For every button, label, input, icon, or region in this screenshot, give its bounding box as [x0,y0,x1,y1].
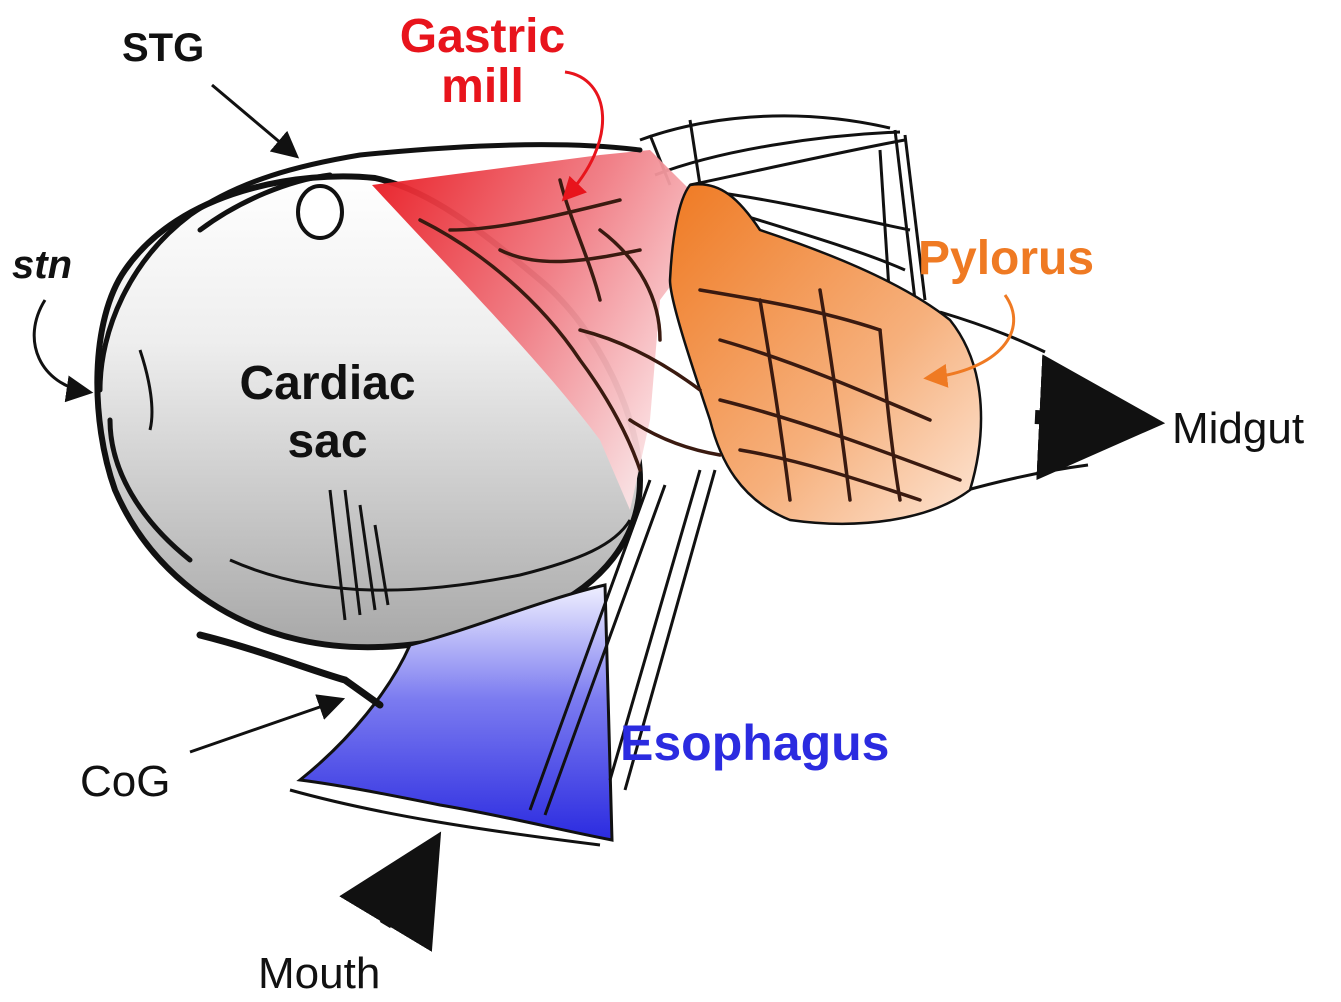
esophagus-label: Esophagus [620,718,889,768]
mouth-label: Mouth [258,952,380,996]
stn-arrow [34,300,88,392]
midgut-label: Midgut [1172,407,1304,451]
cardiac-sac-label-line2: sac [215,413,440,471]
stn-label: stn [12,245,72,285]
cog-label: CoG [80,760,170,804]
cardiac-sac-label: Cardiac sac [215,355,440,470]
stg-label: STG [122,28,204,68]
stg-arrow [212,85,295,155]
pylorus-label: Pylorus [918,235,1094,283]
cog-arrow [190,700,340,752]
gastric-mill-label-line1: Gastric [375,12,590,62]
stg-ganglion [298,186,342,238]
gastric-mill-label-line2: mill [375,62,590,112]
midgut-arrow [1035,417,1140,422]
gastric-mill-label: Gastric mill [375,12,590,113]
mouth-arrow [385,850,430,925]
cardiac-sac-label-line1: Cardiac [215,355,440,413]
